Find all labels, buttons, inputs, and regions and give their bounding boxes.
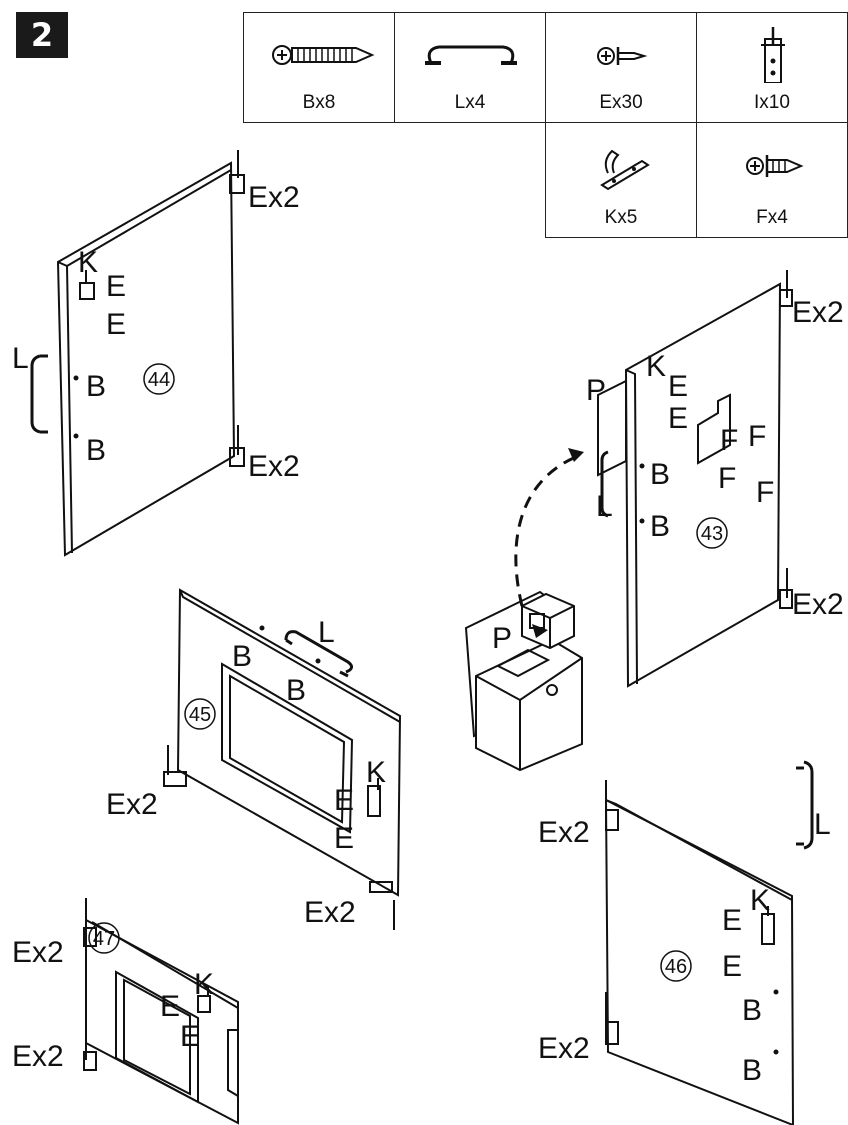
callout-e: E <box>106 308 126 341</box>
lock-mechanism <box>464 590 583 772</box>
step-number-badge: 2 <box>16 12 68 58</box>
dashed-arrow-icon <box>514 454 579 607</box>
callout-p: P <box>586 374 606 407</box>
callout-f: F <box>748 420 766 453</box>
callout-b: B <box>650 510 670 543</box>
panel-46 <box>604 760 814 1125</box>
panel-number-ring <box>88 922 120 954</box>
part-cell-l: Lx4 <box>394 12 546 123</box>
callout-l: L <box>12 342 29 375</box>
callout-ex2: Ex2 <box>106 788 158 821</box>
panel-43 <box>597 270 793 688</box>
callout-e: E <box>334 784 354 817</box>
callout-ex2: Ex2 <box>792 296 844 329</box>
callout-p: P <box>492 622 512 655</box>
callout-ex2: Ex2 <box>304 896 356 929</box>
panel-number-ring <box>184 698 216 730</box>
panel-44 <box>30 150 245 557</box>
panel-45 <box>163 588 402 930</box>
callout-f: F <box>756 476 774 509</box>
callout-l: L <box>814 808 831 841</box>
callout-e: E <box>722 904 742 937</box>
callout-f: F <box>718 462 736 495</box>
part-label-l: Lx4 <box>454 92 486 113</box>
part-label-i: Ix10 <box>754 92 790 113</box>
panel-number-43: 43 <box>701 523 723 545</box>
screw-icon <box>746 155 804 177</box>
part-cell-k: Kx5 <box>545 122 697 238</box>
part-cell-b: Bx8 <box>243 12 395 123</box>
bracket-icon <box>600 149 650 191</box>
callout-e: E <box>180 1020 200 1053</box>
callout-ex2: Ex2 <box>538 1032 590 1065</box>
callout-k: K <box>750 884 770 917</box>
callout-ex2: Ex2 <box>792 588 844 621</box>
callout-b: B <box>232 640 252 673</box>
handle-icon <box>425 45 517 65</box>
long-screw-icon <box>272 45 375 65</box>
panel-number-47: 47 <box>93 928 115 950</box>
callout-e: E <box>160 990 180 1023</box>
callout-e: E <box>668 402 688 435</box>
callout-l: L <box>318 616 335 649</box>
callout-b: B <box>650 458 670 491</box>
part-label-b: Bx8 <box>302 92 336 113</box>
callout-ex2: Ex2 <box>248 181 300 214</box>
callout-b: B <box>86 370 106 403</box>
panel-number-46: 46 <box>665 956 687 978</box>
panel-number-ring <box>696 517 728 549</box>
callout-ex2: Ex2 <box>538 816 590 849</box>
callout-k: K <box>194 968 214 1001</box>
part-label-k: Kx5 <box>604 207 638 228</box>
callout-k: K <box>366 756 386 789</box>
short-screw-icon <box>597 47 648 65</box>
callout-e: E <box>668 370 688 403</box>
callout-k: K <box>78 246 98 279</box>
part-label-e: Ex30 <box>599 92 643 113</box>
panel-number-44: 44 <box>148 369 170 391</box>
callout-b: B <box>86 434 106 467</box>
callout-k: K <box>646 350 666 383</box>
panel-number-ring <box>660 950 692 982</box>
hinge-pin-icon <box>761 27 785 83</box>
part-cell-f: Fx4 <box>696 122 848 238</box>
panel-number-45: 45 <box>189 704 211 726</box>
callout-b: B <box>742 994 762 1027</box>
callout-f: F <box>720 424 738 457</box>
callout-ex2: Ex2 <box>12 1040 64 1073</box>
panel-number-ring <box>143 363 175 395</box>
callout-l: L <box>596 490 613 523</box>
callout-e: E <box>106 270 126 303</box>
callout-ex2: Ex2 <box>248 450 300 483</box>
part-cell-i: Ix10 <box>696 12 848 123</box>
callout-e: E <box>334 822 354 855</box>
callout-b: B <box>286 674 306 707</box>
part-label-f: Fx4 <box>756 207 788 228</box>
callout-e: E <box>722 950 742 983</box>
callout-b: B <box>742 1054 762 1087</box>
callout-ex2: Ex2 <box>12 936 64 969</box>
